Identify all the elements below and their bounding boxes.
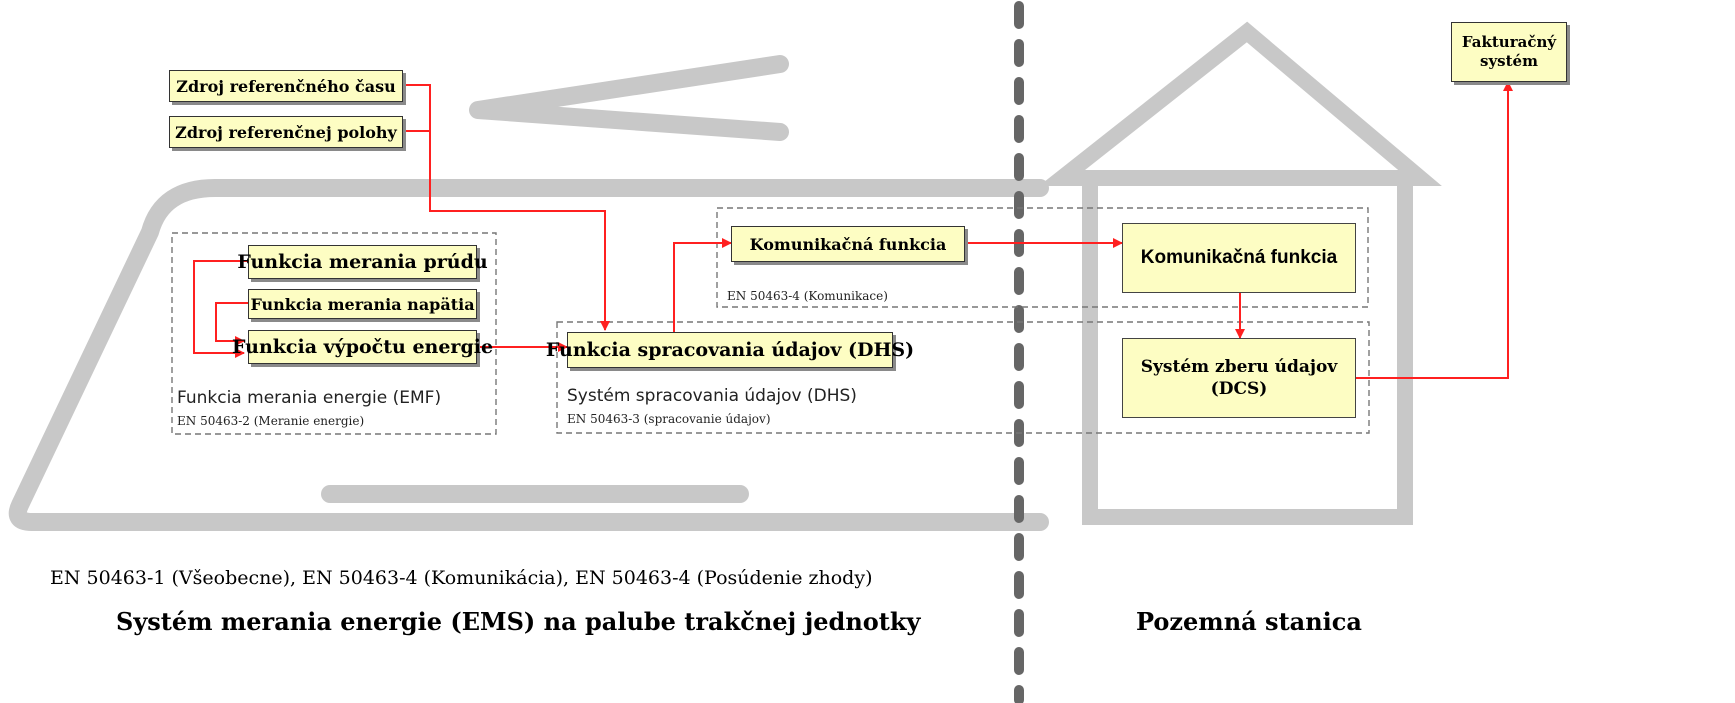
current-measurement-box: Funkcia merania prúdu: [237, 245, 488, 279]
train-nose-stripe: [469, 55, 789, 141]
voltage-measurement-label: Funkcia merania napätia: [250, 294, 475, 314]
ground-communication-box: Komunikačná funkcia: [1122, 223, 1356, 293]
emf-group-title: Funkcia merania energie (EMF): [177, 388, 442, 408]
current-to-energy-arrow: [193, 260, 248, 358]
ground-communication-label: Komunikačná funkcia: [1140, 247, 1338, 268]
dcs-to-billing-arrow: [1355, 81, 1513, 379]
position-source-label: Zdroj referenčnej polohy: [175, 122, 397, 142]
data-handling-function-label: Funkcia spracovania údajov (DHS): [545, 339, 915, 361]
position-source-box: Zdroj referenčnej polohy: [169, 116, 403, 148]
billing-system-label: Fakturačný systém: [1461, 32, 1557, 71]
billing-system-box: Fakturačný systém: [1451, 22, 1567, 82]
dhs-group-standard: EN 50463-3 (spracovanie údajov): [567, 412, 771, 426]
train-body: [8, 179, 1049, 531]
data-collection-system-box: Systém zberu údajov (DCS): [1122, 338, 1356, 418]
comm-group-border: [716, 207, 1369, 308]
house-walls: [1082, 178, 1413, 525]
voltage-measurement-box: Funkcia merania napätia: [248, 289, 477, 319]
dhs-group-title: Systém spracovania údajov (DHS): [567, 386, 857, 406]
emf-group-standard: EN 50463-2 (Meranie energie): [177, 414, 365, 428]
house-outline: [1038, 21, 1442, 525]
comm-group-standard: EN 50463-4 (Komunikace): [727, 289, 888, 303]
standards-caption: EN 50463-1 (Všeobecne), EN 50463-4 (Komu…: [50, 567, 873, 589]
time-source-box: Zdroj referenčného času: [169, 70, 403, 102]
energy-calculation-box: Funkcia výpočtu energie: [232, 330, 493, 364]
data-collection-system-label: Systém zberu údajov (DCS): [1140, 356, 1338, 399]
onboard-system-title: Systém merania energie (EMS) na palube t…: [116, 607, 921, 636]
current-measurement-label: Funkcia merania prúdu: [237, 251, 488, 273]
ground-station-title: Pozemná stanica: [1136, 607, 1362, 636]
house-roof: [1038, 21, 1442, 186]
time-source-label: Zdroj referenčného času: [176, 76, 396, 96]
emf-group-border: [171, 232, 497, 435]
onboard-communication-box: Komunikačná funkcia: [731, 226, 965, 262]
dhs-group-border: [556, 321, 1370, 434]
time-to-dhs-arrow: [403, 84, 610, 331]
onboard-communication-label: Komunikačná funkcia: [749, 234, 947, 254]
voltage-to-energy-arrow: [215, 302, 248, 346]
train-outline: [8, 55, 1049, 531]
data-handling-function-box: Funkcia spracovania údajov (DHS): [546, 332, 914, 368]
dhs-to-comm-arrow: [673, 238, 732, 332]
energy-calculation-label: Funkcia výpočtu energie: [231, 336, 494, 358]
